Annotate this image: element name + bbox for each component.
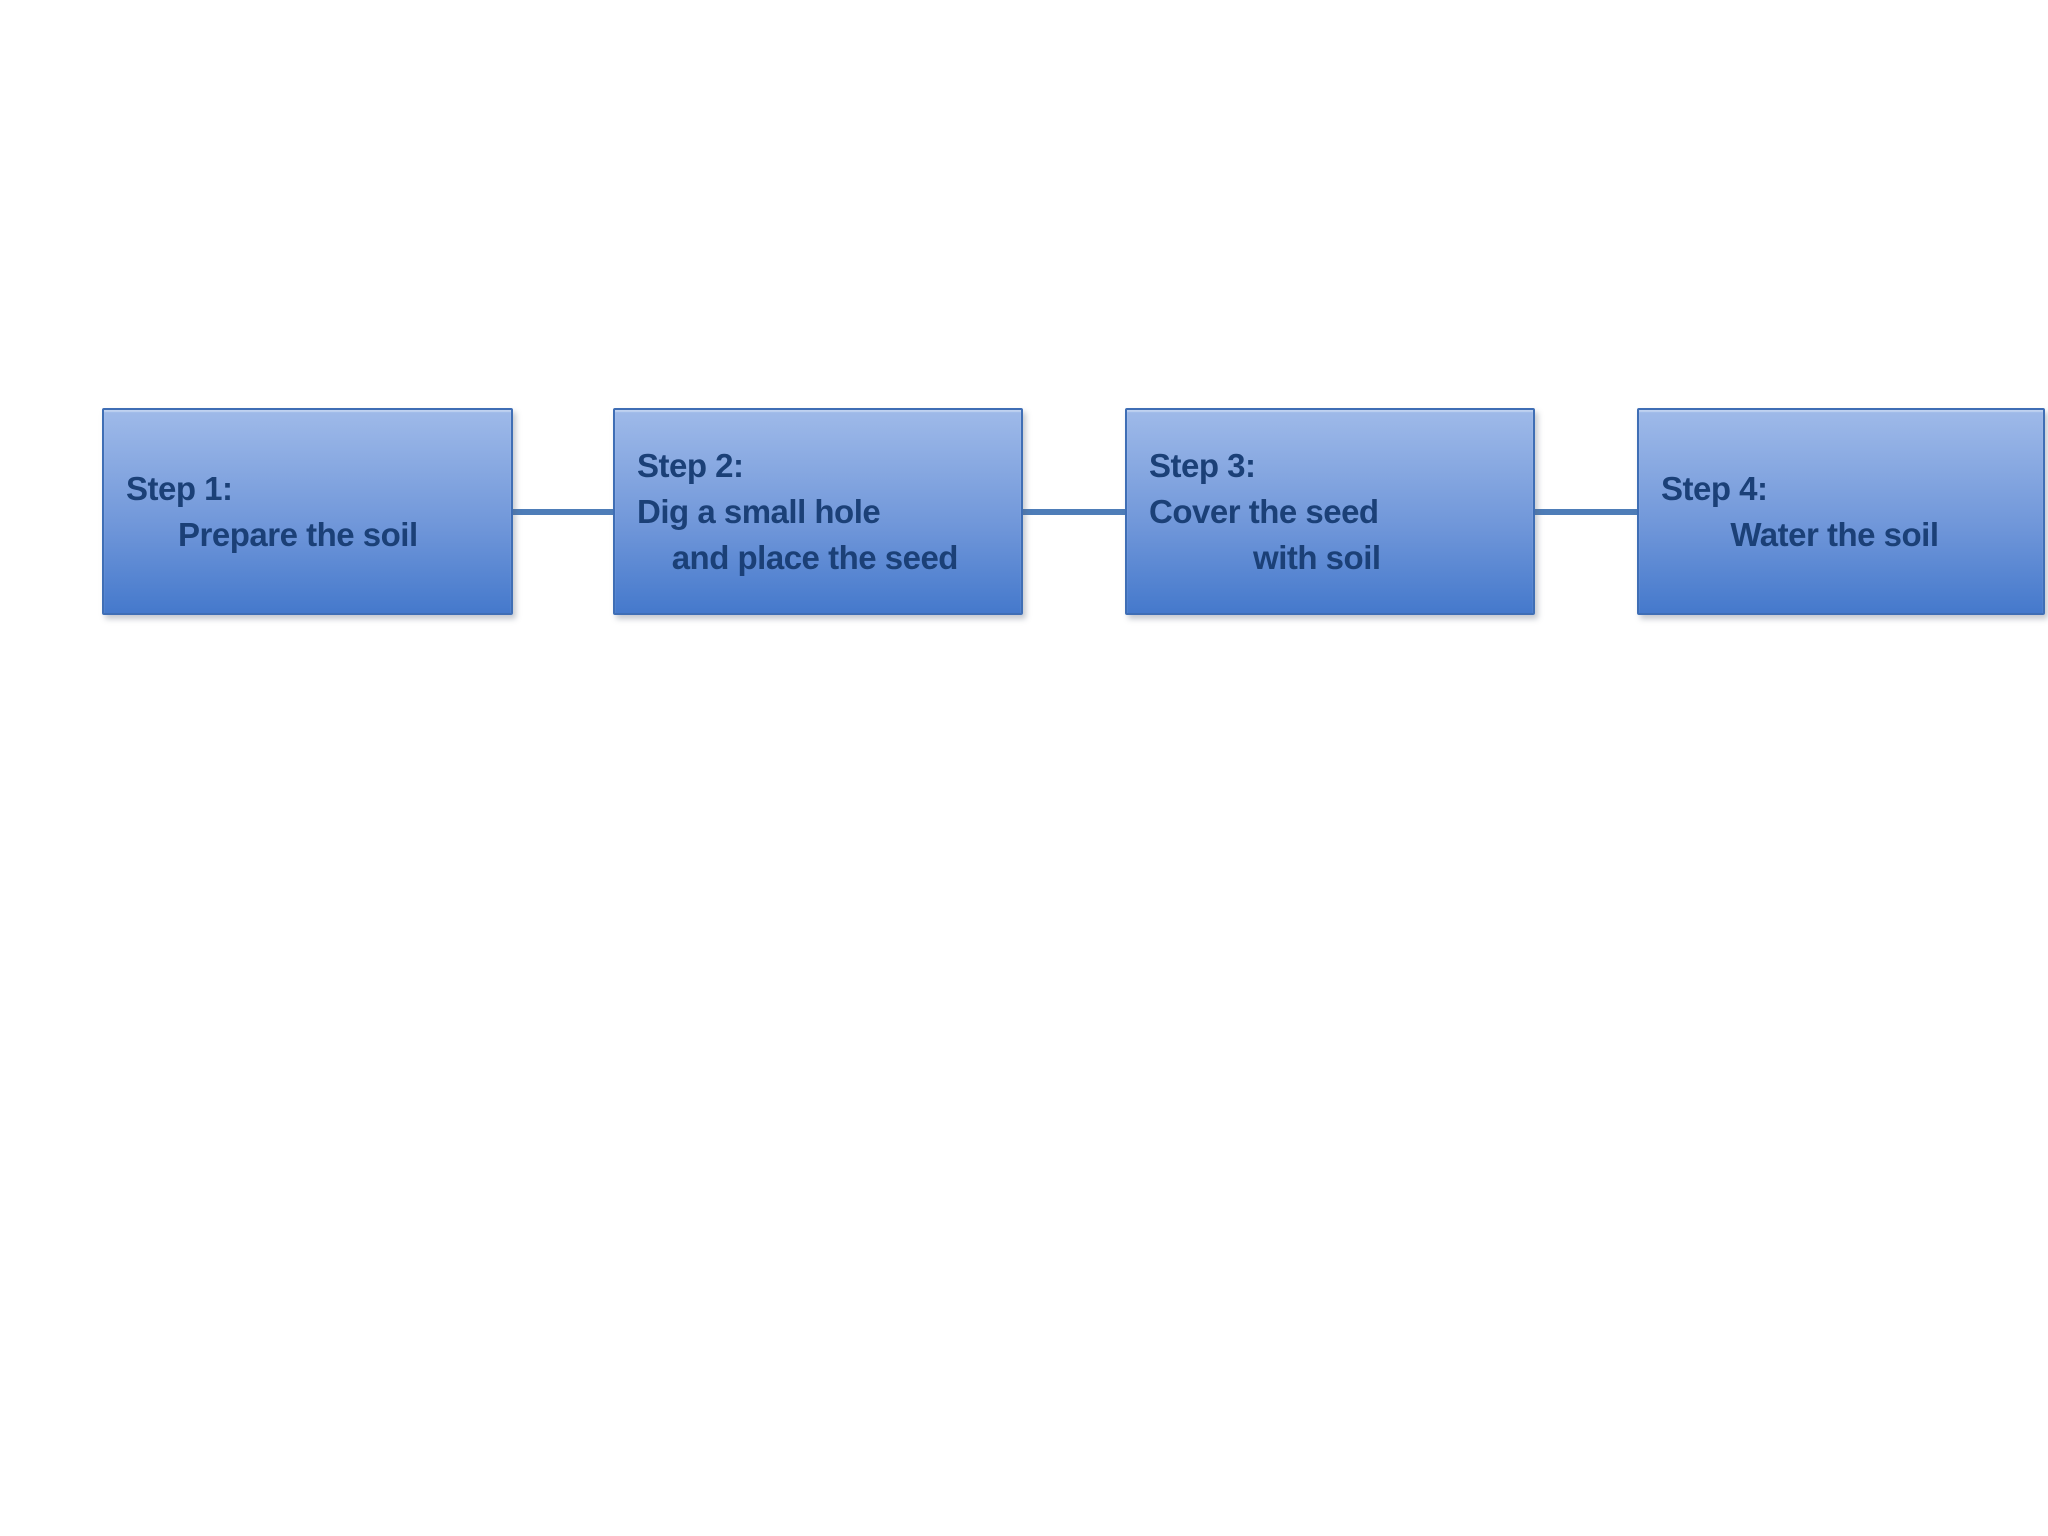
connector-3-4	[1533, 509, 1639, 515]
step-3-text: Step 3: Cover the seed with soil	[1149, 446, 1381, 576]
step-1-text: Step 1: Prepare the soil	[126, 469, 418, 553]
step-box-4[interactable]: Step 4: Water the soil	[1637, 408, 2045, 615]
step-box-1[interactable]: Step 1: Prepare the soil	[102, 408, 513, 615]
connector-2-3	[1021, 509, 1127, 515]
step-box-3[interactable]: Step 3: Cover the seed with soil	[1125, 408, 1535, 615]
step-4-text: Step 4: Water the soil	[1661, 469, 1939, 553]
step-box-2[interactable]: Step 2: Dig a small hole and place the s…	[613, 408, 1023, 615]
step-2-text: Step 2: Dig a small hole and place the s…	[637, 446, 958, 576]
connector-1-2	[511, 509, 615, 515]
